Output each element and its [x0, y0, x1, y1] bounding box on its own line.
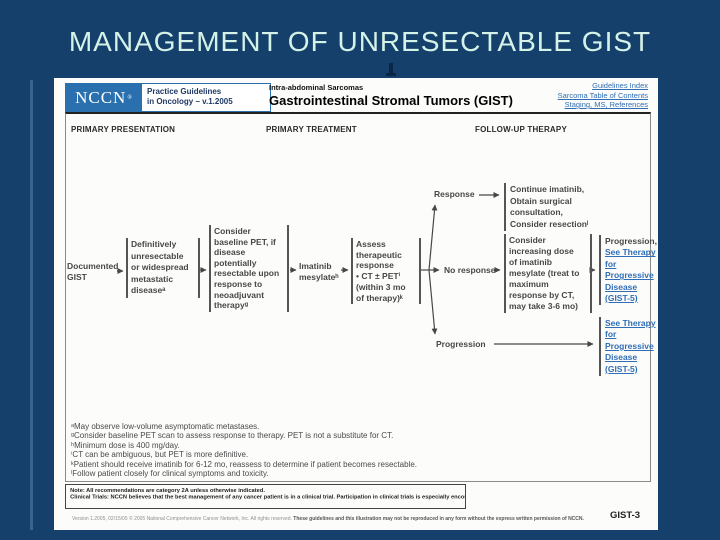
node-text-line: potentially — [214, 257, 257, 268]
node-text-line: Documented — [67, 261, 119, 271]
progression-prefix: Progression, — [605, 236, 657, 246]
slide-title: MANAGEMENT OF UNRESECTABLE GIST — [68, 26, 652, 57]
sarcoma-toc-link[interactable]: Sarcoma Table of Contents — [557, 90, 648, 100]
branch-label-response: Response — [434, 189, 475, 199]
page-border — [65, 112, 651, 482]
node-text-line: mesylate (treat to — [509, 268, 580, 278]
copyright-line: Version 1.2005, 02/15/05 © 2005 National… — [72, 516, 584, 522]
node-text-line: resectable upon — [214, 268, 280, 279]
footnotes: ᵃMay observe low-volume asymptomatic met… — [71, 422, 417, 478]
cursor-artifact — [389, 63, 393, 76]
node-text-line: Obtain surgical — [510, 195, 572, 206]
node-text-line: increasing dose — [509, 246, 574, 256]
footnote-line: ᵃMay observe low-volume asymptomatic met… — [71, 422, 260, 431]
branch-label-progression: Progression — [436, 339, 486, 349]
see-therapy-link-line[interactable]: Disease — [605, 352, 638, 363]
node-text-line: response by CT, — [509, 290, 575, 300]
footnote-line: ⁱCT can be ambiguous, but PET is more de… — [71, 450, 249, 460]
see-therapy-link-line[interactable]: (GIST-5) — [605, 293, 638, 304]
note-text: Note: All recommendations are category 2… — [66, 485, 466, 501]
node-text-line: unresectable — [131, 250, 184, 261]
node-text-line: Consider — [509, 235, 546, 245]
nccn-logo-text: NCCN — [75, 87, 127, 107]
note-line-2: Clinical Trials: NCCN believes that the … — [70, 493, 466, 501]
node-text-line: diseaseᵃ — [131, 285, 166, 296]
version-text: Version 1.2005, 02/15/05 © 2005 National… — [72, 516, 294, 522]
slide-edge-line — [30, 80, 33, 530]
see-therapy-link-line[interactable]: for — [605, 329, 617, 340]
node-text-line: GIST — [67, 271, 87, 282]
rights-text: These guidelines and this illustration m… — [293, 516, 584, 522]
node-text-line: Consider resectionˡ — [510, 218, 589, 229]
note-line-1: Note: All recommendations are category 2… — [70, 487, 265, 494]
footnote-line: ᵏPatient should receive imatinib for 6-1… — [71, 459, 417, 469]
node-text-line: maximum — [509, 279, 549, 289]
node-text-line: Assess — [356, 239, 386, 249]
node-text-line: Definitively — [131, 239, 177, 249]
node-text-line: mesylateʰ — [299, 271, 339, 282]
node-text-line: neoadjuvant — [214, 289, 265, 300]
branch-label-no-response: No response — [444, 265, 496, 275]
column-header-primary-treatment: PRIMARY TREATMENT — [266, 125, 357, 134]
node-text-line: (within 3 mo — [356, 281, 406, 292]
product-line1: Practice Guidelines — [147, 87, 222, 96]
note-box: Note: All recommendations are category 2… — [65, 484, 466, 509]
staging-ms-references-link[interactable]: Staging, MS, References — [564, 100, 648, 109]
see-therapy-link-line[interactable]: See Therapy — [605, 318, 656, 328]
see-therapy-link-line[interactable]: Progressive — [605, 340, 654, 351]
node-text-line: may take 3-6 mo) — [509, 301, 578, 311]
guidelines-index-link[interactable]: Guidelines Index — [592, 81, 648, 90]
nccn-header-strip: NCCN® Practice Guidelines in Oncology – … — [65, 83, 271, 112]
footnote-line: ᵍConsider baseline PET scan to assess re… — [71, 431, 394, 441]
see-therapy-link-line[interactable]: Progressive — [605, 270, 654, 281]
node-text-line: of imatinib — [509, 257, 552, 267]
page-title: Gastrointestinal Stromal Tumors (GIST) — [269, 93, 513, 108]
node-text-line: or widespread — [131, 262, 189, 273]
node-text-line: of therapy)ᵏ — [356, 292, 403, 303]
node-text-line: therapyᵍ — [214, 300, 249, 311]
node-text-line: consultation, — [510, 207, 563, 217]
nccn-logo: NCCN® — [66, 84, 142, 111]
node-text-line: • CT ± PETⁱ — [356, 271, 401, 282]
node-text-line: Continue imatinib, — [510, 184, 585, 194]
header-nav-links: Guidelines Index Sarcoma Table of Conten… — [558, 81, 648, 110]
node-text-line: disease — [214, 247, 246, 258]
footnote-line: ʰMinimum dose is 400 mg/day. — [71, 440, 180, 450]
node-text-line: response — [356, 260, 394, 271]
guideline-page: NCCN® Practice Guidelines in Oncology – … — [54, 78, 658, 530]
see-therapy-link-line[interactable]: Disease — [605, 281, 638, 292]
cursor-artifact-foot — [386, 73, 396, 76]
page-number: GIST-3 — [610, 510, 641, 521]
see-therapy-link-line[interactable]: for — [605, 258, 617, 269]
node-text-line: metastatic — [131, 273, 174, 284]
node-text-line: Imatinib — [299, 261, 332, 271]
footnote-line: ˡFollow patient closely for clinical sym… — [71, 469, 269, 479]
node-text-line: Consider — [214, 226, 251, 236]
page-supertitle: Intra-abdominal Sarcomas — [269, 83, 364, 92]
column-header-follow-up-therapy: FOLLOW-UP THERAPY — [475, 125, 567, 134]
product-name: Practice Guidelines in Oncology – v.1.20… — [142, 84, 270, 111]
product-line2: in Oncology – v.1.2005 — [147, 97, 233, 106]
node-text-line: baseline PET, if — [214, 236, 276, 247]
node-text-line: response to — [214, 278, 263, 289]
see-therapy-link-line[interactable]: See Therapy — [605, 247, 656, 258]
registered-mark: ® — [127, 94, 133, 101]
node-text-line: therapeutic — [356, 249, 402, 260]
column-header-primary-presentation: PRIMARY PRESENTATION — [71, 125, 176, 134]
see-therapy-link-line[interactable]: (GIST-5) — [605, 363, 638, 374]
